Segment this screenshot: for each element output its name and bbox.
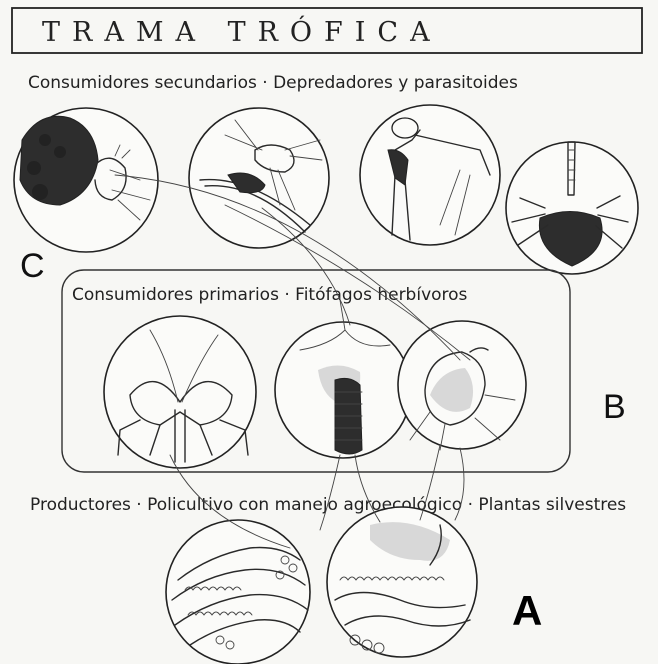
aphid-circle bbox=[104, 316, 256, 468]
spider-circle bbox=[506, 142, 638, 274]
page-title: TRAMA TRÓFICA bbox=[42, 14, 442, 48]
secondary-consumers-heading: Consumidores secundarios · Depredadores … bbox=[28, 73, 518, 93]
producers-heading: Productores · Policultivo con manejo agr… bbox=[30, 495, 626, 515]
label-b: B bbox=[603, 388, 626, 426]
mantis-circle bbox=[360, 105, 500, 245]
wild-plants-circle bbox=[327, 507, 477, 657]
label-c: C bbox=[20, 247, 45, 285]
primary-consumers-heading: Consumidores primarios · Fitófagos herbí… bbox=[72, 285, 468, 305]
wasp-circle bbox=[189, 108, 329, 248]
label-a: A bbox=[512, 587, 542, 634]
ladybug-circle bbox=[14, 108, 158, 252]
beetle-circle bbox=[398, 321, 526, 450]
polyculture-circle bbox=[166, 520, 310, 664]
caterpillar-circle bbox=[275, 300, 411, 458]
title-banner: TRAMA TRÓFICA bbox=[12, 8, 642, 53]
